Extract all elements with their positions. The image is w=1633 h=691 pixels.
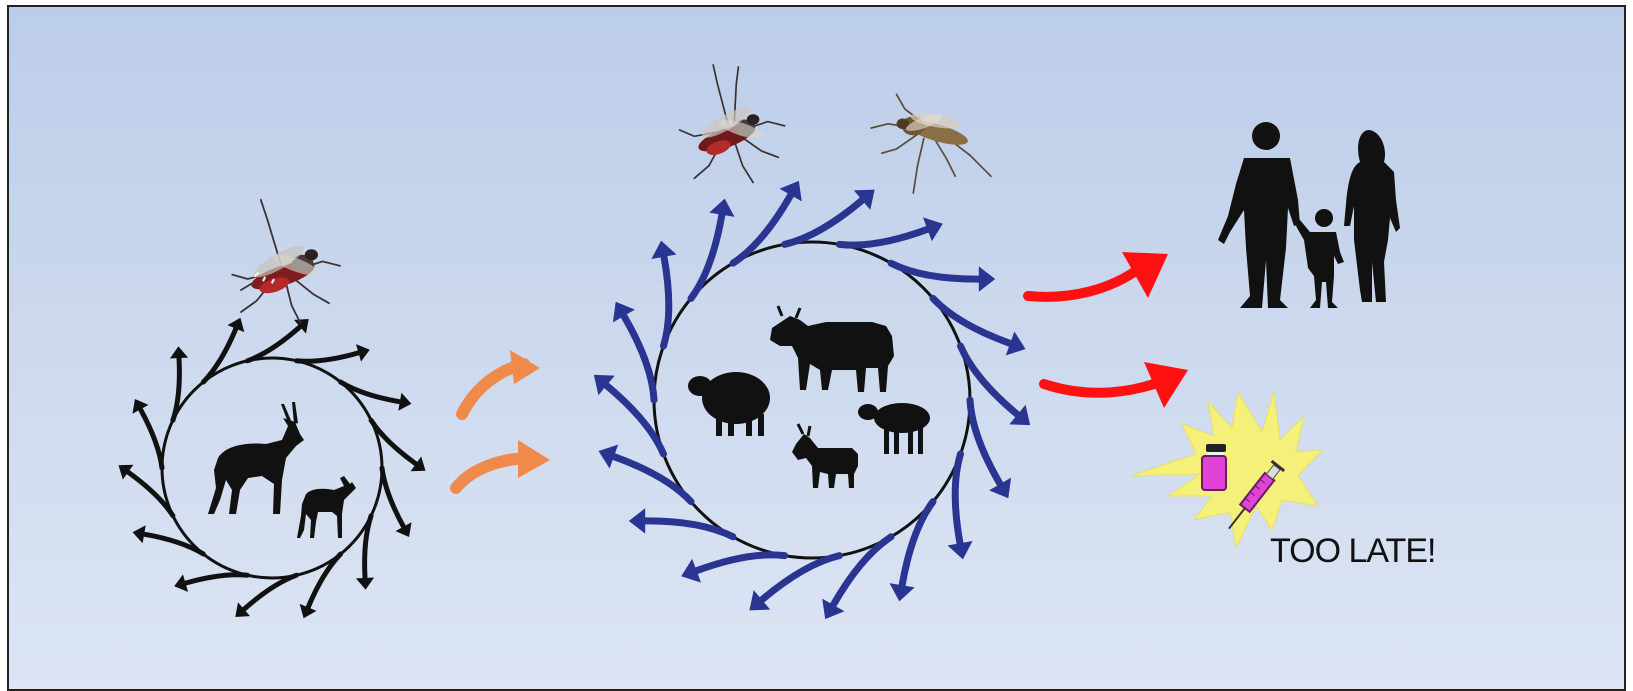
too-late-label: TOO LATE! [1270, 532, 1435, 570]
